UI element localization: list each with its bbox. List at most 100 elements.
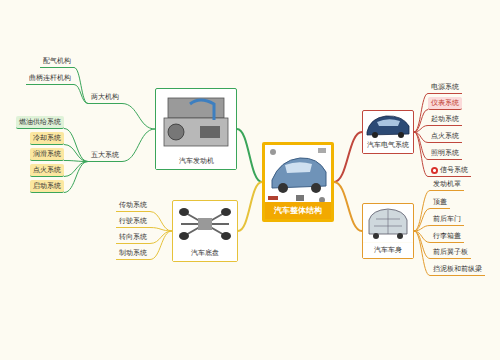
status-icon (431, 167, 438, 174)
picture-ground (363, 111, 413, 139)
subtopic: 行驶系统 (116, 215, 150, 228)
branch-line (150, 231, 172, 244)
topic-label: 信号系统 (440, 165, 468, 175)
wheel (397, 233, 403, 239)
branch-line (64, 162, 88, 193)
topic-label: 照明系统 (431, 148, 459, 158)
chassis-picture (173, 201, 237, 247)
chassis-frame (181, 212, 229, 236)
picture-ground (264, 144, 332, 208)
pipe (190, 100, 214, 120)
subtopic: 信号系统 (428, 164, 471, 177)
branch-line (414, 191, 430, 232)
topic-label: 前后翼子板 (433, 247, 468, 257)
topic-label: 点火系统 (431, 131, 459, 141)
topic-label: 汽车整体结构 (265, 202, 331, 219)
part (296, 195, 304, 201)
branch-line (64, 162, 88, 177)
subtopic: 配气机构 (40, 55, 74, 68)
subtopic: 传动系统 (116, 199, 150, 212)
car-overview-picture (264, 144, 332, 208)
branch-line (122, 129, 155, 162)
wheel (311, 183, 321, 193)
subtopic: 润滑系统 (30, 148, 64, 161)
car-window (285, 162, 312, 173)
branch-line (414, 94, 428, 133)
subtopic: 两大机构 (88, 91, 122, 104)
topic-label: 汽车车身 (363, 243, 413, 258)
topic-label: 前后车门 (433, 214, 461, 224)
part (268, 196, 278, 200)
subtopic: 前后车门 (430, 213, 464, 226)
topic-label: 汽车发动机 (156, 154, 236, 169)
subtopic: 顶盖 (430, 196, 450, 209)
engine-picture (156, 89, 236, 157)
subtopic: 冷却系统 (30, 132, 64, 145)
subtopic: 发动机罩 (430, 178, 464, 191)
topic-box: 汽车发动机 (155, 88, 237, 170)
topic-label: 汽车电气系统 (363, 138, 413, 153)
topic-label: 汽车底盘 (173, 246, 237, 261)
car-frame (369, 209, 407, 234)
topic-label: 行李箱盖 (433, 231, 461, 241)
topic-label: 挡泥板和前纵梁 (433, 264, 482, 274)
branch-line (414, 209, 430, 232)
topic-label: 冷却系统 (33, 133, 61, 143)
subtopic: 燃油供给系统 (16, 116, 64, 129)
topic-label: 行驶系统 (119, 216, 147, 226)
body-picture (363, 204, 413, 242)
branch-line (414, 226, 430, 232)
branch-line (334, 132, 362, 182)
branch-line (64, 145, 88, 162)
topic-label: 润滑系统 (33, 149, 61, 159)
branch-line (150, 228, 172, 232)
car-shape (367, 116, 409, 135)
topic-box: 汽车电气系统 (362, 110, 414, 154)
branch-line (150, 231, 172, 260)
branch-line (238, 182, 262, 231)
topic-label: 顶盖 (433, 197, 447, 207)
topic-box: 汽车底盘 (172, 200, 238, 262)
part (200, 126, 220, 138)
topic-label: 传动系统 (119, 200, 147, 210)
topic-label: 起动系统 (431, 114, 459, 124)
subtopic: 电源系统 (428, 81, 462, 94)
picture-ground (156, 89, 236, 157)
car-window (377, 119, 400, 126)
topic-label: 仪表系统 (431, 98, 459, 108)
branch-line (150, 212, 172, 232)
electrical-picture (363, 111, 413, 139)
subtopic: 点火系统 (428, 130, 462, 143)
topic-label: 配气机构 (43, 56, 71, 66)
subtopic: 挡泥板和前纵梁 (430, 263, 485, 276)
topic-label: 五大系统 (91, 150, 119, 160)
topic-label: 制动系统 (119, 248, 147, 258)
subtopic: 制动系统 (116, 247, 150, 260)
part (318, 148, 326, 153)
topic-label: 发动机罩 (433, 179, 461, 189)
wheel (278, 183, 288, 193)
topic-label: 启动系统 (33, 181, 61, 191)
frame-bars (374, 210, 402, 234)
subtopic: 照明系统 (428, 147, 462, 160)
topic-label: 两大机构 (91, 92, 119, 102)
topic-label: 燃油供给系统 (19, 117, 61, 127)
wheel (221, 208, 231, 216)
branch-line (414, 126, 428, 133)
subtopic: 启动系统 (30, 180, 64, 193)
pulley (168, 124, 184, 140)
subtopic: 转向系统 (116, 231, 150, 244)
branch-line (64, 129, 88, 162)
branch-line (74, 68, 88, 104)
topic-label: 电源系统 (431, 82, 459, 92)
subtopic: 行李箱盖 (430, 230, 464, 243)
wheel (373, 233, 379, 239)
topic-label: 点火系统 (33, 165, 61, 175)
picture-ground (363, 204, 413, 242)
engine-block (198, 218, 212, 230)
part (270, 149, 276, 155)
subtopic: 点火系统 (30, 164, 64, 177)
branch-line (74, 85, 88, 104)
branch-line (64, 161, 88, 162)
